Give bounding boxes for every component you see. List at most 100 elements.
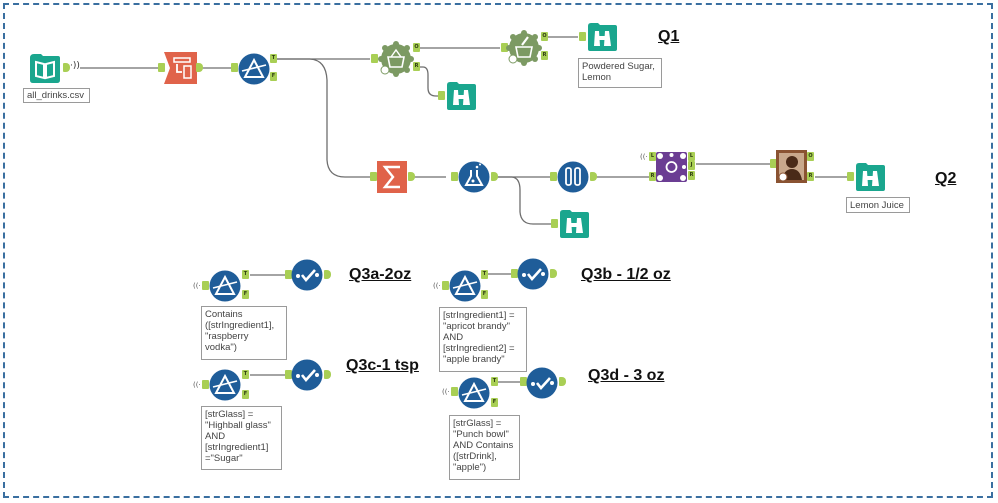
basket-inspect-icon [506,30,542,66]
input-data-tool[interactable] [28,52,62,84]
mbinspect-rules-anchor[interactable]: R [541,51,548,60]
test-q3c-input-anchor[interactable] [285,370,292,379]
browse-rules-tool[interactable] [445,81,477,111]
test-q3b-input-anchor[interactable] [511,269,518,278]
filter-q3c-tool[interactable] [209,369,241,401]
filter-q3a-input-anchor[interactable] [202,281,209,290]
binoculars-icon [560,210,589,238]
filter-prism-icon [209,270,241,302]
browse-rules-input-anchor[interactable] [438,91,445,100]
checkmark-test-icon [526,367,558,399]
label-q3d: Q3d - 3 oz [588,367,665,384]
wire-mbrules-browse2 [416,66,442,97]
test-q3b-tool[interactable] [517,258,549,290]
flask-icon [458,161,490,193]
filter-q3d-annotation: [strGlass] = "Punch bowl" AND Contains (… [449,415,520,480]
filter-q3b-input-anchor[interactable] [442,281,449,290]
test-q3d-input-anchor[interactable] [520,377,527,386]
summarize-input-anchor[interactable] [370,172,377,181]
wireless-icon: ((· [433,282,441,290]
sample-tool[interactable] [557,161,589,193]
join-tool[interactable] [656,152,687,182]
filter-q3a-tool[interactable] [209,270,241,302]
test-q3a-input-anchor[interactable] [285,270,292,279]
test-q3c-tool[interactable] [291,359,323,391]
browse-q2-tool[interactable] [854,162,886,192]
select-list-icon [164,52,197,84]
wire-filter-mbrules [270,58,370,178]
test-q3a-tool[interactable] [291,259,323,291]
filter-prism-icon [238,53,270,85]
filter-q3b-true-anchor[interactable]: T [481,270,488,279]
sample-input-anchor[interactable] [550,172,557,181]
filter-false-anchor[interactable]: F [270,72,277,81]
test-q3d-output-anchor[interactable] [559,377,566,386]
predictive-output-anchor[interactable]: O [807,152,814,161]
mbinspect-input-anchor[interactable] [501,43,508,52]
filter-q3c-false-anchor[interactable]: F [242,390,249,399]
binoculars-icon [447,82,476,110]
filter-prism-icon [209,369,241,401]
formula-output-anchor[interactable] [491,172,498,181]
select-tool[interactable] [164,52,197,84]
browse-formula-tool[interactable] [558,209,590,239]
market-basket-inspect-tool[interactable] [506,30,542,66]
join-right-output-anchor[interactable]: R [688,171,695,180]
join-join-output-anchor[interactable]: J [688,161,695,170]
filter-q3a-false-anchor[interactable]: F [242,290,249,299]
test-q3b-output-anchor[interactable] [550,269,557,278]
checkmark-test-icon [517,258,549,290]
predictive-rules-anchor[interactable]: R [807,172,814,181]
browse-q1-input-anchor[interactable] [579,32,586,41]
filter-true-anchor[interactable]: T [270,54,277,63]
filter-q3d-tool[interactable] [458,377,490,409]
label-q2: Q2 [935,170,957,187]
filter-q3a-true-anchor[interactable]: T [242,270,249,279]
market-basket-rules-tool[interactable] [378,41,414,77]
test-q3d-tool[interactable] [526,367,558,399]
join-left-anchor[interactable]: L [649,152,656,161]
mbinspect-output-anchor[interactable]: O [541,32,548,41]
filter-q3b-false-anchor[interactable]: F [481,290,488,299]
filter-q3d-input-anchor[interactable] [451,387,458,396]
browse-q1-tool[interactable] [586,22,618,52]
label-q3a: Q3a-2oz [349,266,412,283]
predictive-tool[interactable] [776,150,807,183]
filter-q3d-true-anchor[interactable]: T [491,377,498,386]
wireless-icon: ·)) [70,61,80,71]
browse-q2-input-anchor[interactable] [847,172,854,181]
summarize-tool[interactable] [377,161,407,193]
browse-formula-input-anchor[interactable] [551,219,558,228]
checkmark-test-icon [291,359,323,391]
filter-input-anchor[interactable] [231,63,238,72]
binoculars-icon [856,163,885,191]
summarize-output-anchor[interactable] [408,172,415,181]
formula-input-anchor[interactable] [451,172,458,181]
select-output-anchor[interactable] [196,63,203,72]
join-right-anchor[interactable]: R [649,172,656,181]
select-input-anchor[interactable] [158,63,165,72]
wireless-icon: ((· [640,153,648,161]
filter-q3c-input-anchor[interactable] [202,380,209,389]
filter-q3c-true-anchor[interactable]: T [242,370,249,379]
mbrules-input-anchor[interactable] [371,54,378,63]
filter-q3c-annotation: [strGlass] = "Highball glass" AND [strIn… [201,406,282,470]
test-q3a-output-anchor[interactable] [324,270,331,279]
filter-q3d-false-anchor[interactable]: F [491,398,498,407]
wireless-icon: ((· [193,381,201,389]
test-q3c-output-anchor[interactable] [324,370,331,379]
input-output-anchor[interactable] [63,63,70,72]
filter-tool[interactable] [238,53,270,85]
mbrules-output-anchor[interactable]: O [413,43,420,52]
wireless-icon: ((· [193,282,201,290]
join-nodes-icon [656,152,687,182]
mbrules-rules-anchor[interactable]: R [413,62,420,71]
predictive-input-anchor[interactable] [770,159,777,168]
filter-q3b-tool[interactable] [449,270,481,302]
browse-q1-annotation: Powdered Sugar, Lemon [578,58,662,88]
browse-q2-annotation: Lemon Juice [846,197,910,213]
formula-tool[interactable] [458,161,490,193]
sample-output-anchor[interactable] [590,172,597,181]
join-left-output-anchor[interactable]: L [688,152,695,161]
filter-prism-icon [449,270,481,302]
